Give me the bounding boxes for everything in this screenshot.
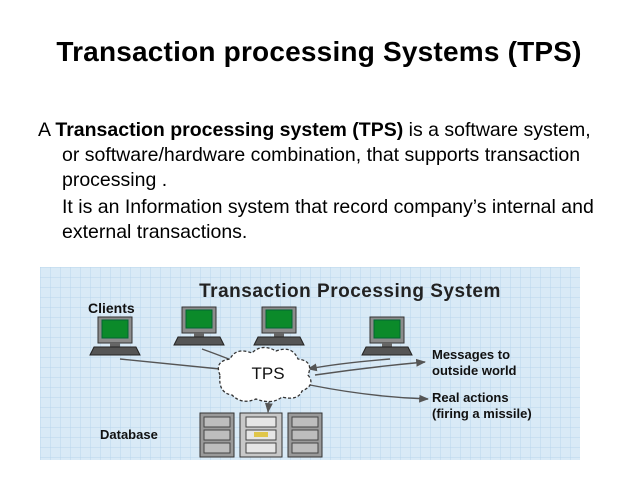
tps-diagram-svg: Transaction Processing System Clients TP… [40, 267, 580, 460]
paragraph-definition: A Transaction processing system (TPS) is… [38, 118, 610, 193]
clients-label: Clients [88, 300, 135, 316]
tps-diagram: Transaction Processing System Clients TP… [40, 267, 580, 460]
paragraph-description: It is an Information system that record … [62, 196, 594, 243]
client-monitor-icon [173, 306, 225, 346]
database-cabinet-icon [199, 412, 235, 458]
database-cabinet-icon [239, 412, 283, 458]
body-text: A Transaction processing system (TPS) is… [38, 118, 610, 245]
actions-label-line2: (firing a missile) [432, 406, 532, 421]
client-monitor-icon [253, 306, 305, 346]
actions-label-line1: Real actions [432, 390, 509, 405]
actions-arrow [309, 384, 429, 403]
tps-center-label: TPS [251, 364, 284, 383]
para1-bold-term: Transaction processing system (TPS) [55, 119, 404, 141]
client-monitor-icon [361, 316, 413, 356]
messages-label-line1: Messages to [432, 347, 510, 362]
para1-rest: is a software system, or software/hardwa… [62, 119, 591, 191]
database-label: Database [100, 427, 158, 442]
client-arrow [307, 358, 391, 372]
diagram-title: Transaction Processing System [199, 281, 501, 302]
client-monitor-icon [89, 316, 141, 356]
database-cabinet-icon [287, 412, 323, 458]
messages-arrow [314, 358, 426, 376]
tps-cloud-icon [217, 346, 312, 403]
para1-prefix: A [38, 119, 56, 141]
messages-label-line2: outside world [432, 363, 517, 378]
slide-title: Transaction processing Systems (TPS) [56, 36, 582, 67]
